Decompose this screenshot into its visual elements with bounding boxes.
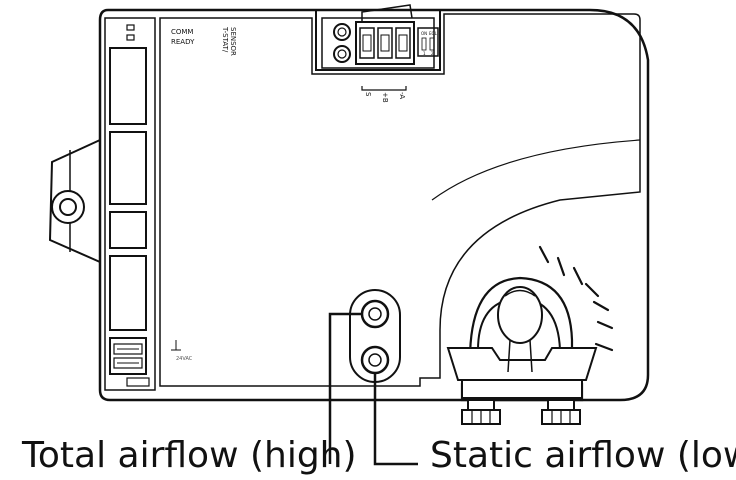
dip-switch — [417, 27, 439, 57]
dip-1-label: 1 — [423, 51, 426, 56]
terminal-label-a: -A — [398, 92, 406, 99]
pressure-ports — [349, 289, 401, 383]
dip-on-label: ON — [421, 31, 427, 36]
jack-top — [333, 23, 351, 41]
terminal-block-3 — [109, 211, 147, 249]
comm-connector-assembly: ON EOL 1 2 — [315, 4, 441, 71]
terminal-block-4 — [109, 255, 147, 331]
position-scale — [538, 245, 614, 352]
terminal-block-1 — [109, 47, 147, 125]
static-airflow-label: Static airflow (low) — [430, 435, 736, 476]
power-connector — [109, 337, 147, 375]
mounting-tab — [48, 138, 101, 264]
bottom-tab — [126, 377, 150, 387]
status-led-bottom — [126, 34, 135, 41]
power-label: 24VAC — [176, 356, 193, 362]
tstat-label: T-STAT/ — [221, 26, 229, 53]
total-airflow-label: Total airflow (high) — [21, 435, 357, 476]
inner-panel — [159, 13, 641, 387]
ready-label: READY — [171, 38, 195, 46]
sensor-label: SENSOR — [229, 27, 237, 56]
ground-symbol — [171, 340, 181, 351]
status-led-top — [126, 24, 135, 31]
total-airflow-leader — [328, 312, 362, 464]
callout-leaders — [328, 312, 418, 466]
damper-shaft-clamp — [446, 276, 598, 425]
dip-2-label: 2 — [431, 51, 434, 56]
terminal-label-b: +B — [381, 92, 389, 103]
dip-eol-label: EOL — [429, 31, 438, 36]
static-airflow-leader — [373, 372, 418, 466]
left-component-column — [104, 17, 156, 391]
high-pressure-port — [360, 299, 390, 329]
terminal-label-group: S +B -A — [361, 86, 407, 103]
terminal-label-s: S — [364, 92, 372, 97]
screw-terminal-block — [355, 21, 415, 65]
low-pressure-port — [360, 345, 390, 375]
jack-bottom — [333, 45, 351, 63]
comm-label: COMM — [171, 28, 193, 36]
terminal-block-2 — [109, 131, 147, 205]
